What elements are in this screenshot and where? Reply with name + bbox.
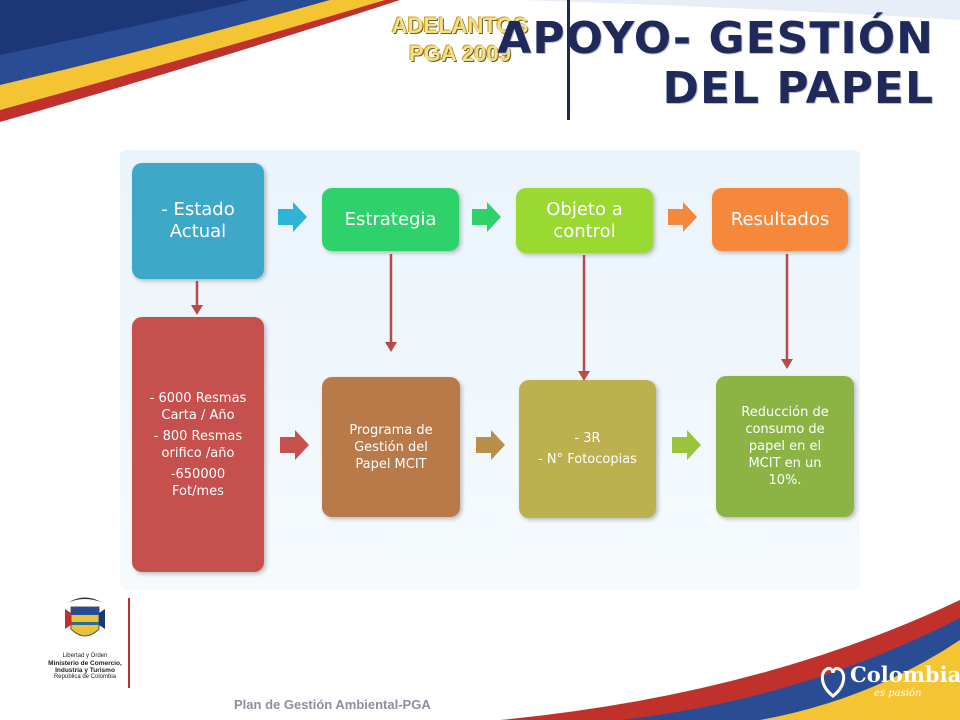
heart-icon [820, 667, 846, 698]
footer-separator [128, 598, 130, 688]
box-resultados-label: Resultados [730, 208, 830, 230]
logo-line-4: República de Colombia [53, 674, 117, 680]
box-estado-detalle: - 6000 Resmas Carta / Año - 800 Resmas o… [132, 317, 264, 572]
ministry-logo: Libertad y Orden Ministerio de Comercio,… [40, 595, 130, 681]
estado-line-1: - 6000 Resmas Carta / Año [149, 390, 247, 423]
colombia-brand: Colombia es pasión [818, 658, 960, 708]
objeto-line-2: - N° Fotocopias [538, 452, 637, 467]
box-reduccion: Reducción de consumo de papel en el MCIT… [716, 376, 854, 517]
header-decoration [0, 0, 960, 122]
box-objeto-control: Objeto a control [516, 188, 653, 253]
estado-line-2: - 800 Resmas orifico /año [153, 428, 243, 461]
estado-line-3: -650000 Fot/mes [170, 466, 226, 499]
title-line-2: DEL PAPEL [662, 63, 934, 114]
objeto-line-1: - 3R [574, 431, 601, 446]
box-estado-actual: - Estado Actual [132, 163, 264, 279]
box-resultados: Resultados [712, 188, 848, 251]
page-title: APOYO- GESTIÓN DEL PAPEL [497, 14, 934, 114]
brand-tagline: es pasión [874, 688, 922, 699]
box-estrategia-label: Estrategia [344, 208, 437, 230]
logo-line-3: Industria y Turismo [55, 667, 115, 674]
programa-text: Programa de Gestión del Papel MCIT [349, 422, 433, 472]
box-objeto-detalle: - 3R - N° Fotocopias [519, 380, 656, 518]
box-programa: Programa de Gestión del Papel MCIT [322, 377, 460, 517]
title-line-1: APOYO- GESTIÓN [497, 13, 934, 64]
box-objeto-control-label: Objeto a control [546, 198, 623, 242]
title-separator [567, 0, 570, 120]
box-estado-actual-label: - Estado Actual [161, 199, 235, 242]
subtitle-line-2: PGA 2009 [409, 41, 511, 66]
subtitle: ADELANTOS PGA 2009 [380, 12, 540, 68]
subtitle-line-1: ADELANTOS [391, 13, 529, 38]
plan-label: Plan de Gestión Ambiental-PGA [234, 697, 431, 712]
box-estrategia: Estrategia [322, 188, 459, 251]
brand-name: Colombia [850, 662, 960, 687]
footer-swoosh [500, 600, 960, 720]
reduccion-text: Reducción de consumo de papel en el MCIT… [741, 405, 829, 488]
logo-line-2: Ministerio de Comercio, [48, 660, 122, 667]
logo-line-1: Libertad y Orden [62, 653, 108, 659]
coat-of-arms-icon [65, 597, 105, 637]
